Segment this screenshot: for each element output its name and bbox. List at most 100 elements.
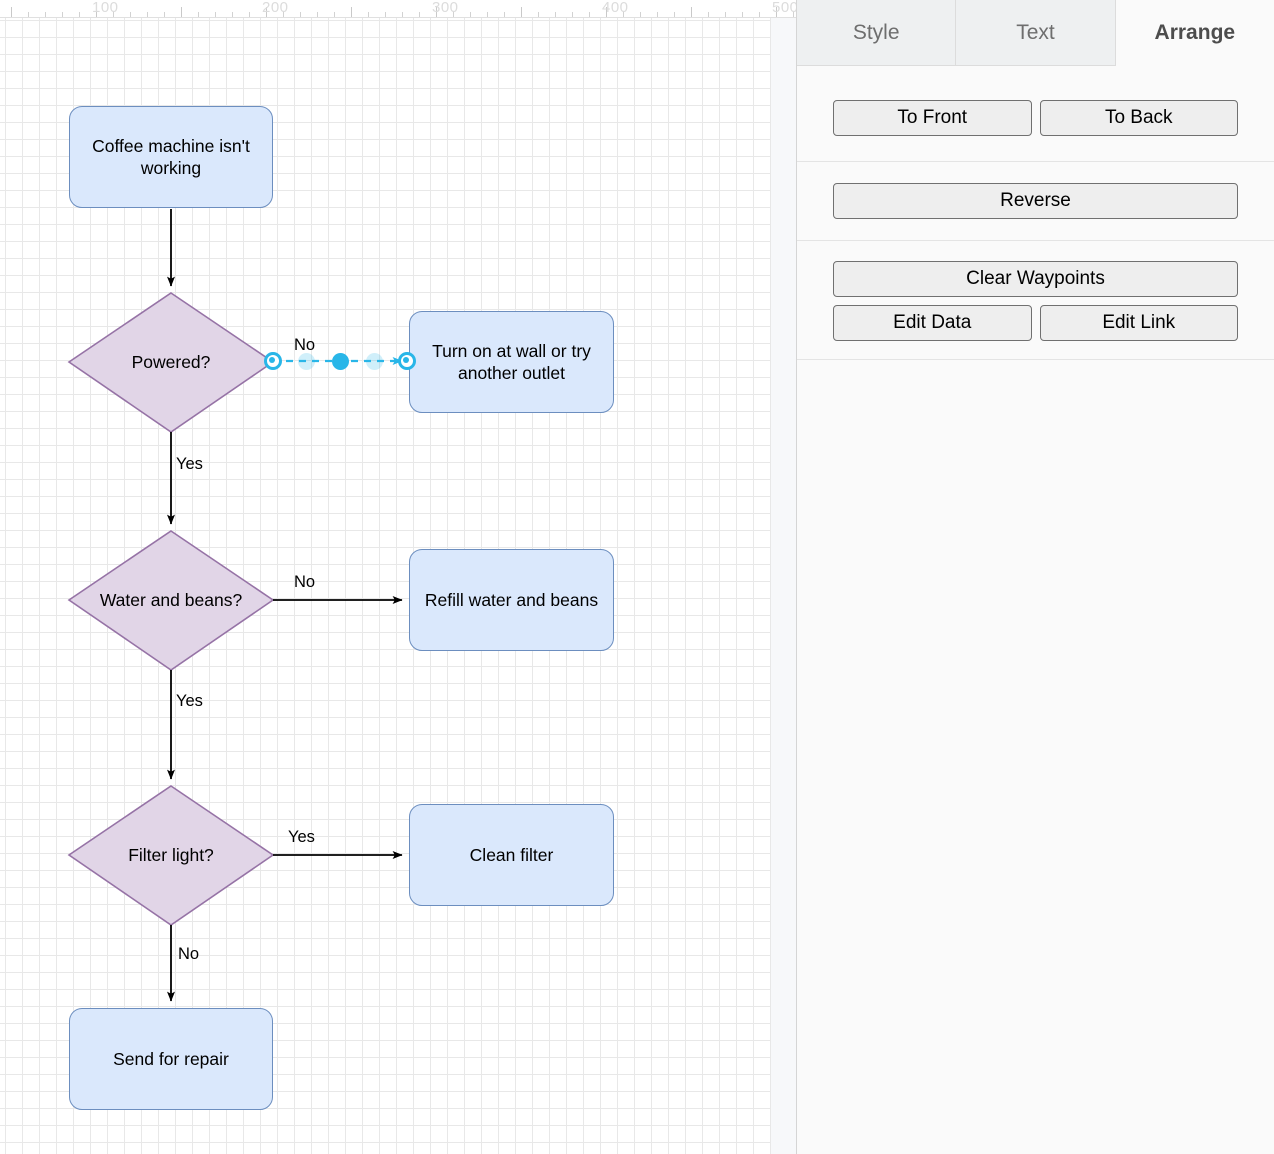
- ruler-label: 200: [262, 0, 289, 16]
- edge-label-powered-yes[interactable]: Yes: [176, 455, 203, 473]
- node-start-label: Coffee machine isn't working: [92, 135, 250, 178]
- node-send-for-repair-label: Send for repair: [113, 1048, 229, 1069]
- ruler-tick: [453, 12, 454, 17]
- tab-text-label: Text: [1016, 20, 1055, 44]
- edge-label-water-no[interactable]: No: [294, 573, 316, 591]
- node-turn-on-at-wall-label: Turn on at wall or try another outlet: [432, 340, 591, 383]
- to-back-label: To Back: [1104, 107, 1173, 128]
- ruler-label: 500: [772, 0, 796, 16]
- edge-source-handle[interactable]: [264, 352, 282, 370]
- ruler-label: 300: [432, 0, 459, 16]
- ruler-tick: [504, 12, 505, 17]
- diagram-canvas[interactable]: Coffee machine isn't working Turn on at …: [0, 0, 796, 1154]
- ruler-tick: [45, 12, 46, 17]
- edit-link-label: Edit Link: [1102, 312, 1176, 333]
- ruler-tick: [113, 12, 114, 17]
- ruler-tick: [623, 12, 624, 17]
- ruler-tick: [793, 12, 794, 17]
- node-powered[interactable]: Powered?: [69, 293, 273, 432]
- edge-label-filter-yes[interactable]: Yes: [288, 828, 315, 846]
- ruler-tick: [198, 12, 199, 17]
- tab-text[interactable]: Text: [956, 0, 1116, 66]
- reverse-button-row: Reverse: [797, 183, 1274, 219]
- tab-arrange-label: Arrange: [1154, 20, 1236, 44]
- node-clean-filter[interactable]: Clean filter: [409, 804, 614, 906]
- tab-arrange[interactable]: Arrange: [1115, 0, 1274, 66]
- ruler-tick: [181, 7, 182, 17]
- reverse-button[interactable]: Reverse: [833, 183, 1238, 219]
- ruler-tick: [572, 12, 573, 17]
- ruler-tick: [487, 12, 488, 17]
- ruler-tick: [215, 12, 216, 17]
- tab-style-label: Style: [852, 20, 900, 44]
- panel-divider-1: [797, 161, 1274, 162]
- edge-label-water-yes[interactable]: Yes: [176, 692, 203, 710]
- node-filter-light[interactable]: Filter light?: [69, 786, 273, 925]
- edge-virtual-waypoint-handle-1[interactable]: [298, 353, 315, 370]
- ruler-tick: [368, 12, 369, 17]
- ruler-tick: [79, 12, 80, 17]
- node-send-for-repair[interactable]: Send for repair: [69, 1008, 273, 1110]
- section-reverse: Reverse: [797, 162, 1274, 240]
- edit-data-button[interactable]: Edit Data: [833, 305, 1032, 341]
- clear-waypoints-label: Clear Waypoints: [966, 268, 1105, 289]
- node-clean-filter-label: Clean filter: [469, 844, 554, 865]
- order-button-row: To Front To Back: [797, 100, 1274, 136]
- ruler-tick: [419, 12, 420, 17]
- edge-target-handle[interactable]: [398, 352, 416, 370]
- ruler-tick: [589, 12, 590, 17]
- ruler-tick: [266, 7, 267, 17]
- edge-virtual-waypoint-handle-2[interactable]: [366, 353, 383, 370]
- panel-divider-2: [797, 240, 1274, 241]
- to-front-label: To Front: [897, 107, 968, 128]
- edit-link-button[interactable]: Edit Link: [1039, 305, 1238, 341]
- ruler-tick: [28, 12, 29, 17]
- ruler-tick: [555, 12, 556, 17]
- ruler-label: 400: [602, 0, 629, 16]
- ruler-tick: [521, 7, 522, 17]
- ruler-tick: [283, 12, 284, 17]
- ruler-tick: [691, 7, 692, 17]
- node-powered-label: Powered?: [131, 352, 211, 372]
- node-water-and-beans[interactable]: Water and beans?: [69, 531, 273, 670]
- ruler-tick: [11, 7, 12, 17]
- to-back-button[interactable]: To Back: [1039, 100, 1238, 136]
- ruler-tick: [776, 7, 777, 17]
- node-filter-light-label: Filter light?: [128, 845, 214, 865]
- tab-style[interactable]: Style: [797, 0, 957, 66]
- node-refill-water-and-beans[interactable]: Refill water and beans: [409, 549, 614, 651]
- ruler-tick: [538, 12, 539, 17]
- ruler-tick: [147, 12, 148, 17]
- ruler-label: 100: [92, 0, 119, 16]
- ruler-tick: [725, 12, 726, 17]
- ruler-tick: [640, 12, 641, 17]
- ruler-tick: [164, 12, 165, 17]
- ruler-tick: [96, 7, 97, 17]
- edge-label-filter-no[interactable]: No: [178, 945, 200, 963]
- canvas-vertical-scrollbar-track[interactable]: [775, 17, 789, 1154]
- edge-midpoint-waypoint-handle[interactable]: [332, 353, 349, 370]
- ruler-tick: [130, 12, 131, 17]
- node-start[interactable]: Coffee machine isn't working: [69, 106, 273, 208]
- ruler-tick: [708, 12, 709, 17]
- ruler-tick: [232, 12, 233, 17]
- clear-waypoints-button[interactable]: Clear Waypoints: [833, 261, 1238, 297]
- node-refill-label: Refill water and beans: [424, 589, 599, 610]
- ruler-tick: [759, 12, 760, 17]
- horizontal-ruler[interactable]: 100 200 300 400 500: [0, 0, 796, 18]
- ruler-tick: [317, 12, 318, 17]
- ruler-tick: [674, 12, 675, 17]
- node-turn-on-at-wall[interactable]: Turn on at wall or try another outlet: [409, 311, 614, 413]
- ruler-tick: [334, 12, 335, 17]
- ruler-tick: [249, 12, 250, 17]
- ruler-tick: [606, 7, 607, 17]
- ruler-tick: [385, 12, 386, 17]
- ruler-tick: [402, 12, 403, 17]
- edge-label-powered-no[interactable]: No: [294, 336, 316, 354]
- panel-divider-3: [797, 359, 1274, 360]
- format-panel-tabs: Style Text Arrange: [797, 0, 1274, 66]
- format-panel: Style Text Arrange To Front To Back: [796, 0, 1274, 1154]
- ruler-tick: [742, 12, 743, 17]
- to-front-button[interactable]: To Front: [833, 100, 1032, 136]
